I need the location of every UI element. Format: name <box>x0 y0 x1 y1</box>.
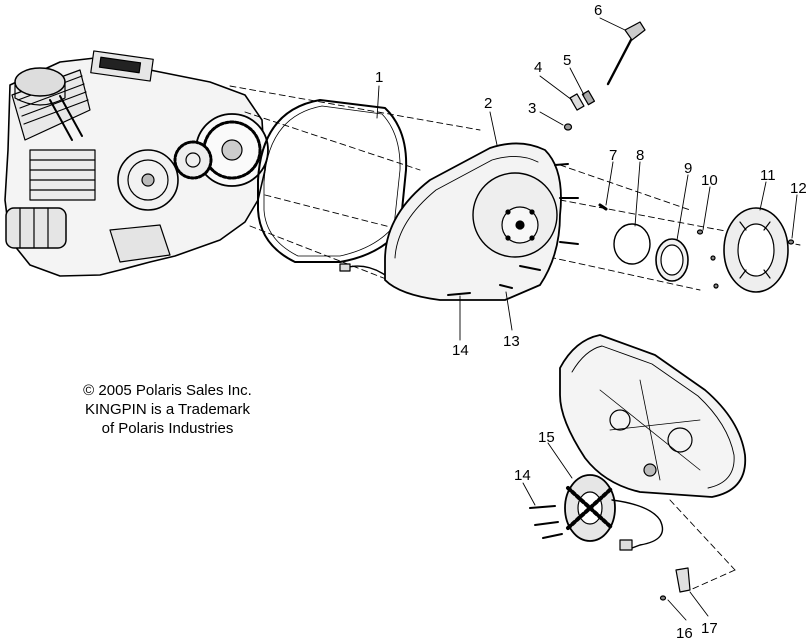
callout-7: 7 <box>609 147 617 164</box>
callout-11: 11 <box>760 167 776 184</box>
outer-cover <box>340 143 561 300</box>
callout-13: 13 <box>503 333 520 350</box>
callout-1: 1 <box>375 69 383 86</box>
callout-14-upper: 14 <box>452 342 469 359</box>
callout-16: 16 <box>676 625 693 642</box>
copyright-line-3: of Polaris Industries <box>101 420 234 437</box>
callout-8: 8 <box>636 147 644 164</box>
hardware <box>448 22 794 295</box>
inner-cover <box>560 335 745 497</box>
callout-5: 5 <box>563 52 571 69</box>
copyright-notice: © 2005 Polaris Sales Inc. KINGPIN is a T… <box>60 381 275 438</box>
bracket <box>661 568 691 600</box>
callout-9: 9 <box>684 160 692 177</box>
callout-3: 3 <box>528 100 536 117</box>
callout-10: 10 <box>701 172 718 189</box>
callout-14-lower: 14 <box>514 467 531 484</box>
callout-4: 4 <box>534 59 542 76</box>
stator <box>530 475 663 550</box>
engine-assembly <box>5 51 268 276</box>
callout-15: 15 <box>538 429 555 446</box>
leader-lines <box>377 18 797 620</box>
callout-2: 2 <box>484 95 492 112</box>
callout-12: 12 <box>790 180 806 197</box>
callout-17: 17 <box>701 620 718 637</box>
gasket <box>258 100 406 262</box>
callout-6: 6 <box>594 2 602 19</box>
callout-numbers: 1 2 3 4 5 6 7 8 9 10 11 12 13 14 14 15 1… <box>375 2 806 642</box>
copyright-line-2: KINGPIN is a Trademark <box>84 401 251 418</box>
copyright-line-1: © 2005 Polaris Sales Inc. <box>83 382 252 399</box>
